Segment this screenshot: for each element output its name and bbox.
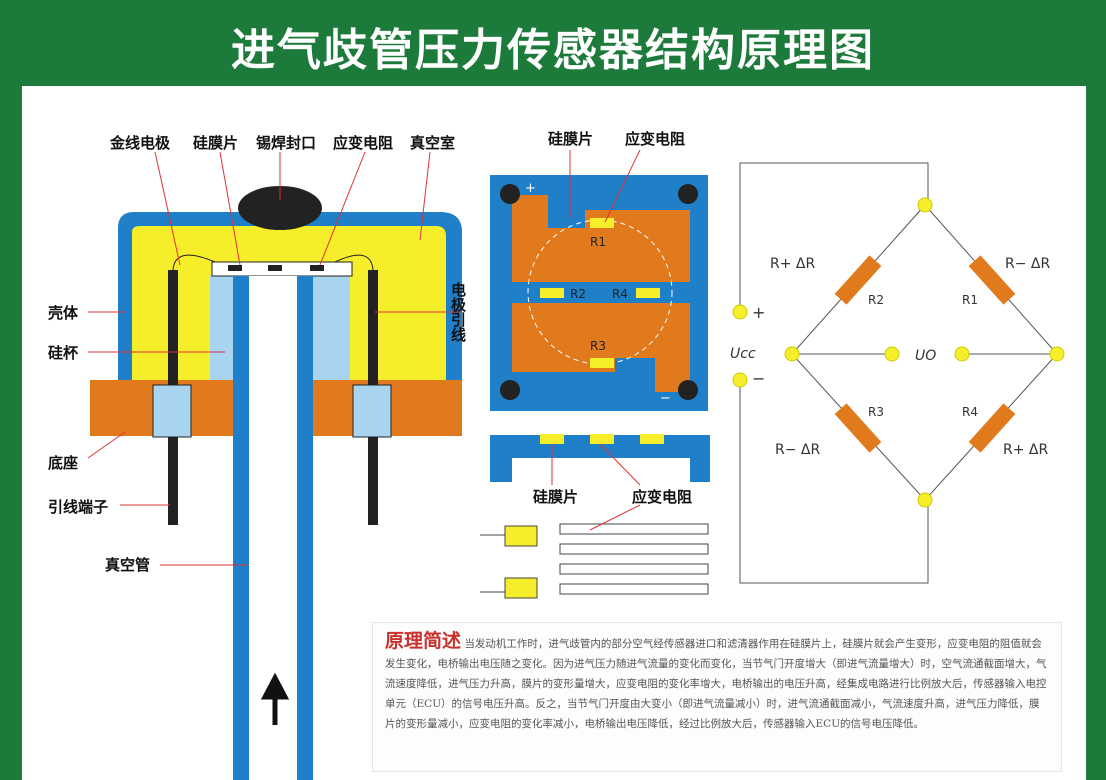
bridge-r2 (834, 255, 882, 305)
bridge-r4 (968, 403, 1016, 453)
label-silicon-film: 硅膜片 (193, 134, 238, 152)
side-resistor (640, 434, 664, 444)
label-vacuum-tube: 真空管 (105, 556, 150, 574)
label-bridge-r3: R3 (868, 405, 884, 419)
sensor-cross-section: 金线电极 硅膜片 锡焊封口 应变电阻 真空室 壳体 硅杯 底座 引线端子 真空管… (47, 134, 467, 780)
label-minus: − (752, 369, 765, 388)
chip-side-view (490, 435, 710, 482)
label-solder-seal: 锡焊封口 (256, 134, 316, 152)
label-gold-electrode: 金线电极 (109, 134, 171, 152)
label-strain-resistor-bottom: 应变电阻 (632, 488, 692, 506)
chip-diagram: + − R1 R2 R4 R3 硅膜片 应变电阻 硅膜片 应变电阻 (480, 130, 710, 599)
chip-electrode-bottom (512, 303, 690, 392)
pad (500, 184, 520, 204)
strain-resistor-mark (310, 265, 324, 271)
label-base: 底座 (48, 454, 78, 472)
label-silicon-cup: 硅杯 (48, 344, 79, 362)
resistor-r1 (590, 218, 614, 228)
pad (678, 184, 698, 204)
diagram-title: 进气歧管压力传感器结构原理图 (231, 25, 875, 76)
bridge-r1 (968, 255, 1016, 305)
label-uo: UO (915, 348, 936, 364)
label-plus: + (752, 303, 765, 322)
bridge-nodes (732, 197, 1065, 508)
strip-lines (480, 523, 709, 595)
pad (500, 380, 520, 400)
chip-electrode-top (512, 195, 690, 282)
label-electrode-lead: 电极引线 (449, 281, 467, 343)
resistor-r2 (540, 288, 564, 298)
bridge-r3 (834, 403, 882, 453)
label-silicon-film-top: 硅膜片 (548, 130, 593, 148)
label-bridge-r2: R2 (868, 293, 884, 307)
strip-resistor (504, 577, 538, 599)
minus-sign: − (660, 391, 671, 406)
terminal-seal-right (352, 384, 392, 438)
description-body: 当发动机工作时，进气歧管内的部分空气经传感器进口和滤清器作用在硅膜片上，硅膜片就… (385, 638, 1047, 730)
label-shell: 壳体 (47, 304, 79, 322)
label-r-minus-dr-right: R− ΔR (1005, 256, 1050, 272)
plus-sign: + (525, 181, 536, 196)
label-r-plus-dr-right: R+ ΔR (1003, 442, 1048, 458)
gold-wire (172, 254, 374, 271)
label-r1: R1 (590, 235, 606, 249)
label-bridge-r1: R1 (962, 293, 978, 307)
airflow-arrow-icon (260, 672, 290, 725)
label-vacuum-chamber: 真空室 (410, 134, 455, 152)
solder-seal (238, 186, 322, 230)
strain-resistor-mark (228, 265, 242, 271)
leader-lines (551, 149, 641, 531)
label-r2: R2 (570, 287, 586, 301)
side-resistor (540, 434, 564, 444)
resistor-r3 (590, 358, 614, 368)
pad (678, 380, 698, 400)
wheatstone-bridge (739, 162, 1058, 584)
label-strain-resistor-top: 应变电阻 (625, 130, 685, 148)
strain-resistor-mark (268, 265, 282, 271)
leader-lines (87, 151, 460, 566)
terminal-seal-left (152, 384, 192, 438)
resistor-r4 (636, 288, 660, 298)
strip-resistor (504, 525, 538, 547)
side-resistor (590, 434, 614, 444)
description-heading: 原理简述 (385, 630, 462, 652)
label-ucc: Ucc (730, 346, 756, 362)
label-lead-terminal: 引线端子 (48, 498, 108, 516)
principle-description: 原理简述 当发动机工作时，进气歧管内的部分空气经传感器进口和滤清器作用在硅膜片上… (372, 622, 1062, 772)
label-r3: R3 (590, 339, 606, 353)
label-bridge-r4: R4 (962, 405, 978, 419)
label-r-plus-dr-left: R+ ΔR (770, 256, 815, 272)
label-r-minus-dr-left: R− ΔR (775, 442, 820, 458)
label-strain-resistor: 应变电阻 (333, 134, 393, 152)
label-silicon-film-bottom: 硅膜片 (533, 488, 578, 506)
label-r4: R4 (612, 287, 628, 301)
bridge-resistors (834, 255, 1016, 453)
